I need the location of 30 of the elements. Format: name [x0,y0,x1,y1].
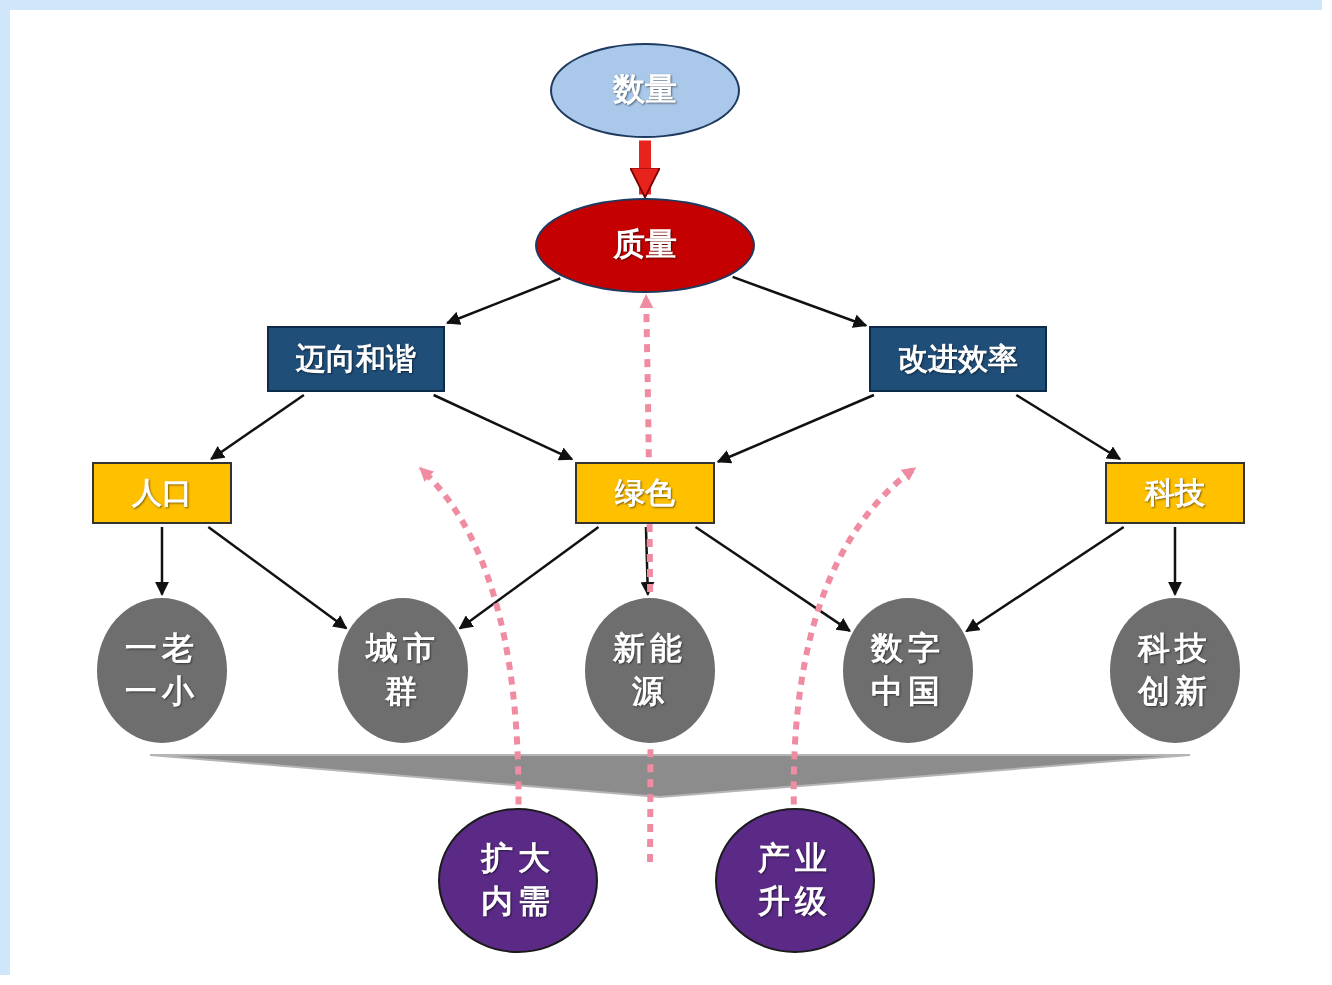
topic-circle: 科技创新 [1110,597,1240,743]
category-box: 科技 [1105,462,1245,524]
goal-circle: 扩大内需 [438,807,598,953]
goal-circle: 产业升级 [715,807,875,953]
arrow [207,526,348,630]
arrow [965,525,1125,633]
arrow [445,277,561,325]
category-box: 绿色 [575,462,715,524]
block-arrow [629,140,661,199]
arrow [716,393,875,464]
topic-circle: 一老一小 [97,597,227,743]
dashed-arrow [790,465,917,805]
arrow [155,527,169,596]
topic-circle: 城市群 [338,597,468,743]
oval-node: 质量 [535,197,755,293]
oval-node: 数量 [550,42,740,138]
arrow [1015,393,1122,461]
topic-circle: 数字中国 [843,597,973,743]
title-box: 迈向和谐 [267,326,445,392]
arrow [458,526,600,630]
arrow [732,275,868,328]
arrow [640,526,655,596]
arrow [694,525,851,632]
arrow [433,393,574,461]
arrow [1168,527,1182,596]
dashed-arrow [417,465,522,805]
category-box: 人口 [92,462,232,524]
topic-circle: 新能源 [585,597,715,743]
title-box: 改进效率 [869,326,1047,392]
arrow [210,393,305,461]
